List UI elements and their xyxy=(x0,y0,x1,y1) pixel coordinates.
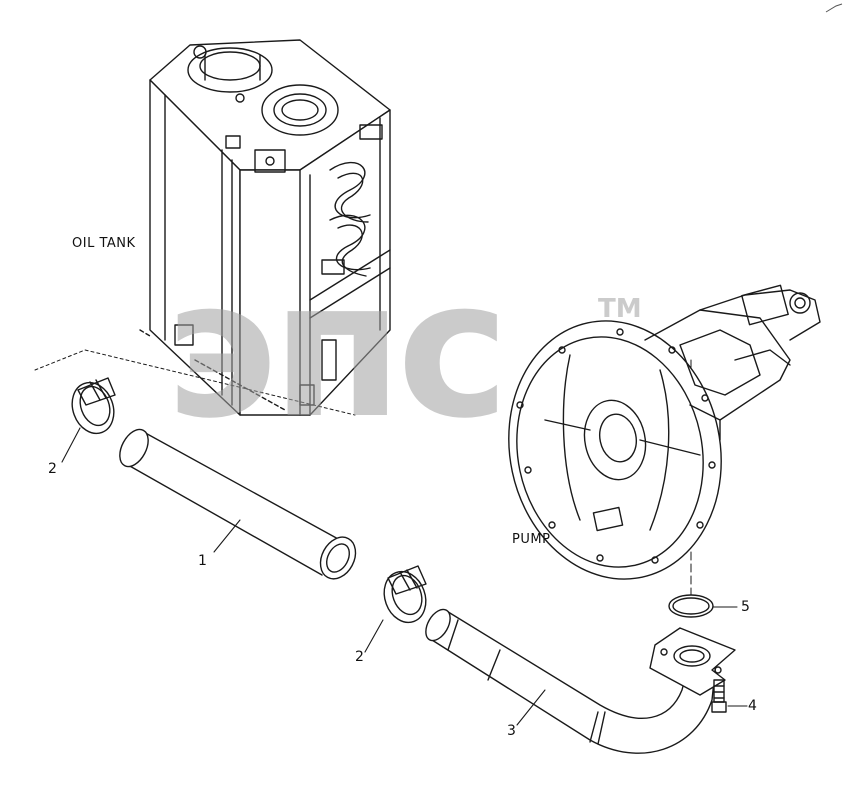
pump-drawing xyxy=(485,285,820,599)
clamp-lower-drawing xyxy=(377,566,432,629)
clamp-upper-drawing xyxy=(65,377,120,440)
hose-outline-guide xyxy=(35,350,355,415)
callout-hose: 1 xyxy=(198,553,207,569)
leader-lines xyxy=(62,428,747,725)
watermark-logo: эпс xyxy=(165,239,510,460)
suction-pipe-drawing xyxy=(421,605,735,753)
corner-mark xyxy=(826,4,842,12)
callout-bolt: 4 xyxy=(748,698,757,714)
callout-clamp-lower: 2 xyxy=(355,649,364,665)
callout-clamp-upper: 2 xyxy=(48,461,57,477)
callout-o-ring: 5 xyxy=(741,599,750,615)
oil-tank-label: OIL TANK xyxy=(72,236,136,251)
oil-tank-drawing xyxy=(140,40,390,415)
callout-pipe: 3 xyxy=(507,723,516,739)
watermark-trademark: TM xyxy=(598,294,642,324)
hose-drawing xyxy=(114,425,362,585)
pump-label: PUMP xyxy=(512,532,551,547)
bolt-drawing xyxy=(712,680,726,712)
